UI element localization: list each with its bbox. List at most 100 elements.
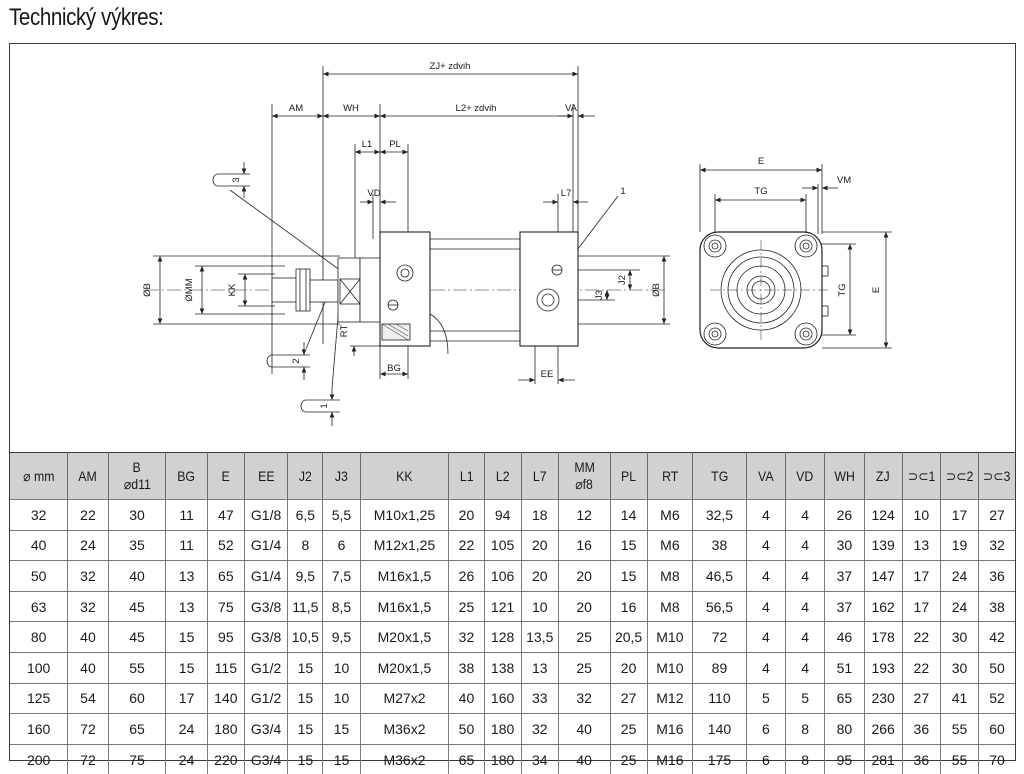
table-cell: M20x1,5 (360, 621, 450, 653)
dim-l2-label: L2+ zdvih (456, 103, 497, 114)
table-cell: 40 (558, 713, 611, 745)
table-cell: 121 (484, 590, 522, 622)
dim-pl-label: PL (389, 139, 401, 150)
table-cell: 105 (484, 529, 522, 561)
table-cell: M10 (647, 621, 694, 653)
table-cell: 72 (692, 621, 747, 653)
table-cell: 42 (978, 621, 1015, 653)
table-cell: G1/4 (244, 529, 289, 561)
table-cell: 10 (322, 651, 361, 684)
table-cell: 38 (448, 651, 485, 684)
table-cell: M27x2 (360, 682, 450, 714)
table-cell: 37 (824, 590, 865, 622)
dim-am-label: AM (289, 103, 303, 114)
table-cell: 4 (785, 560, 826, 592)
table-cell: 8 (287, 529, 324, 561)
column-header: VD (785, 452, 826, 500)
column-header: RT (647, 452, 694, 500)
dim-omm-label: ØMM (184, 278, 195, 301)
table-cell: 281 (864, 743, 903, 774)
table-cell: 22 (448, 529, 485, 561)
table-cell: G3/4 (244, 713, 289, 745)
column-header-text: EE (257, 467, 275, 484)
table-cell: 25 (558, 621, 611, 653)
table-cell: 94 (484, 499, 522, 531)
table-cell: 12 (558, 499, 611, 531)
column-header: EE (244, 452, 289, 500)
column-header: MM⌀f8 (558, 452, 611, 500)
dim-j3-label: J3 (594, 290, 605, 300)
table-cell: 33 (521, 682, 559, 714)
table-cell: 11,5 (287, 590, 324, 622)
dim-wh-label: WH (343, 103, 359, 114)
column-header-text: L2 (495, 467, 510, 484)
dim-rt-label: RT (339, 325, 350, 338)
table-cell: 24 (165, 713, 208, 745)
table-cell: 4 (746, 590, 787, 622)
table-cell: 15 (610, 529, 648, 561)
table-cell: 51 (824, 651, 865, 684)
column-header-text: J3 (334, 467, 349, 484)
table-cell: 72 (67, 713, 109, 745)
table-cell: 70 (978, 743, 1015, 774)
table-cell: 20,5 (610, 621, 648, 653)
table-cell: 47 (207, 499, 245, 531)
table-cell: G1/2 (244, 651, 289, 684)
table-cell: M10x1,25 (360, 499, 450, 531)
table-cell: 41 (940, 682, 980, 714)
column-header: AM (67, 452, 109, 500)
table-cell: 20 (610, 651, 648, 684)
table-cell: 50 (978, 651, 1015, 684)
table-cell: 14 (610, 499, 648, 531)
table-cell: 56,5 (692, 590, 747, 622)
table-cell: 10 (322, 682, 361, 714)
column-header-text: L1 (459, 467, 474, 484)
table-cell: 20 (558, 560, 611, 592)
table-cell: 89 (692, 651, 747, 684)
table-cell: 180 (484, 713, 522, 745)
table-cell: 6 (746, 713, 787, 745)
table-cell: 22 (67, 499, 109, 531)
table-cell: 27 (610, 682, 648, 714)
table-cell: 17 (902, 590, 941, 622)
table-cell: G3/8 (244, 621, 289, 653)
column-header-text: TG (710, 467, 729, 484)
dim-j2-label: J2 (617, 275, 628, 285)
table-cell: 32 (448, 621, 485, 653)
column-header: ZJ (864, 452, 903, 500)
table-cell: 32 (67, 590, 109, 622)
dim-bg-label: BG (387, 363, 401, 374)
table-cell: 178 (864, 621, 903, 653)
column-header: ⊃⊂3 (978, 452, 1015, 500)
dim-tg-side-label: TG (837, 283, 848, 296)
table-cell: 40 (67, 651, 109, 684)
table-cell: 30 (940, 651, 980, 684)
table-cell: 72 (67, 743, 109, 774)
table-cell: 15 (287, 651, 324, 684)
table-cell: 24 (165, 743, 208, 774)
table-cell: 25 (610, 713, 648, 745)
table-cell: 54 (67, 682, 109, 714)
table-cell: G1/2 (244, 682, 289, 714)
table-cell: 138 (484, 651, 522, 684)
table-cell: 24 (940, 560, 980, 592)
column-header-text: RT (661, 467, 678, 484)
table-cell: 22 (902, 651, 941, 684)
table-cell: 65 (207, 560, 245, 592)
table-cell: 65 (108, 713, 167, 745)
table-cell: 193 (864, 651, 903, 684)
table-cell: 15 (165, 651, 208, 684)
table-cell: 25 (610, 743, 648, 774)
technical-drawing: ZJ+ zdvih AM WH L2+ zdvih VA L1 PL VD L7… (142, 61, 892, 426)
table-cell: 125 (10, 682, 69, 714)
column-header: L2 (484, 452, 522, 500)
dim-l1-label: L1 (362, 139, 373, 150)
column-header: L7 (521, 452, 559, 500)
table-cell: 139 (864, 529, 903, 561)
table-cell: 115 (207, 651, 245, 684)
column-header: BG (165, 452, 208, 500)
